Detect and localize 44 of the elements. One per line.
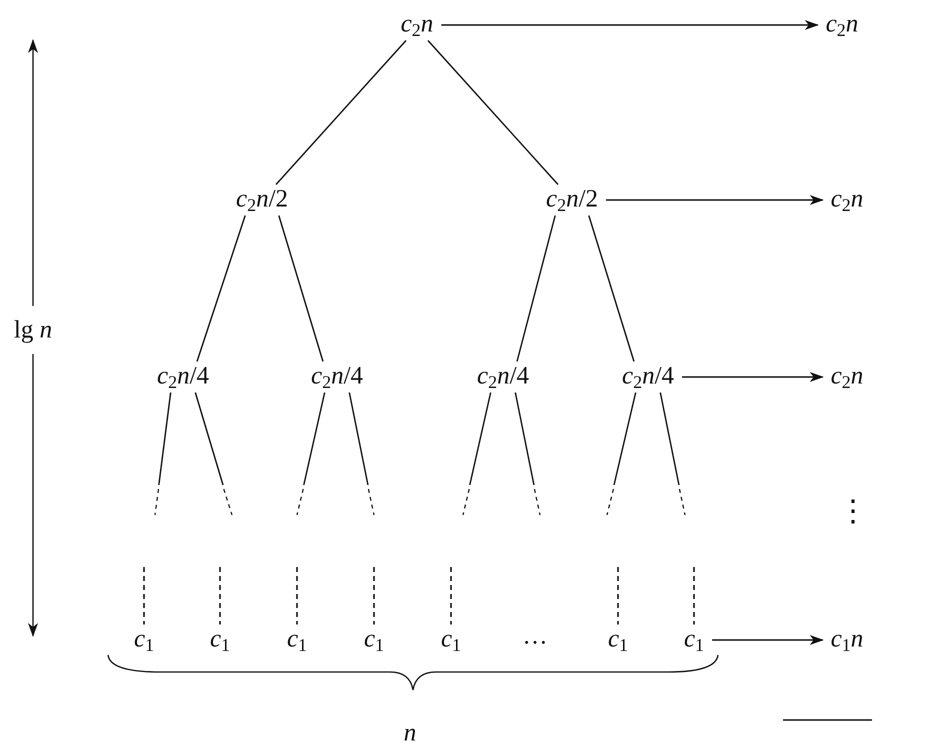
arrow — [441, 20, 819, 30]
term-label: c$_{2}$n/4 — [308, 362, 366, 392]
tree-line — [516, 215, 556, 362]
term-label: c$_{2}$n — [828, 184, 866, 216]
tree-line — [348, 392, 369, 486]
term-label: c$_{2}$n — [828, 362, 866, 392]
dashed-line — [373, 567, 375, 624]
term-label: c$_{1}$ — [682, 624, 706, 656]
tree-line — [158, 392, 172, 486]
term-label: c$_{1}$ — [284, 624, 310, 656]
term-label: c$_{2}$n — [398, 10, 436, 40]
tree-line — [613, 392, 636, 486]
term-label: c$_{1}$ — [438, 624, 464, 656]
arrow — [682, 372, 824, 382]
term-label: c$_{2}$n/4 — [474, 362, 532, 392]
tree-line — [194, 392, 224, 486]
tree-line — [196, 215, 246, 362]
tree-line — [660, 392, 680, 486]
term-label: c$_{2}$n — [824, 10, 860, 40]
tree-line — [427, 40, 558, 185]
dashed-line — [693, 567, 695, 624]
term-label: c$_{1}$ — [208, 624, 232, 656]
dashed-line — [219, 567, 221, 624]
arrow — [712, 635, 824, 645]
tree-line — [276, 40, 407, 185]
term-label: c$_{2}$n/4 — [154, 362, 212, 392]
tree-line — [588, 215, 635, 362]
tree-line — [469, 392, 492, 486]
dashed-line — [143, 567, 145, 624]
term-label: c$_{2}$n/2 — [544, 184, 600, 216]
dashed-line — [450, 567, 452, 624]
tree-line — [278, 215, 324, 362]
arrow — [606, 195, 824, 205]
term-label: c$_{1}$n — [828, 624, 866, 656]
term-label: c$_{1}$ — [362, 624, 386, 656]
term-label: c$_{1}$ — [606, 624, 630, 656]
dashed-line — [617, 567, 619, 624]
term-label: c$_{2}$n/2 — [234, 184, 290, 216]
term-label: c$_{2}$n/4 — [620, 362, 676, 392]
term-label: … — [520, 622, 550, 652]
term-label: c$_{1}$ — [132, 624, 156, 656]
tree-line — [303, 392, 326, 486]
tree-line — [514, 392, 535, 486]
dashed-line — [296, 567, 298, 624]
